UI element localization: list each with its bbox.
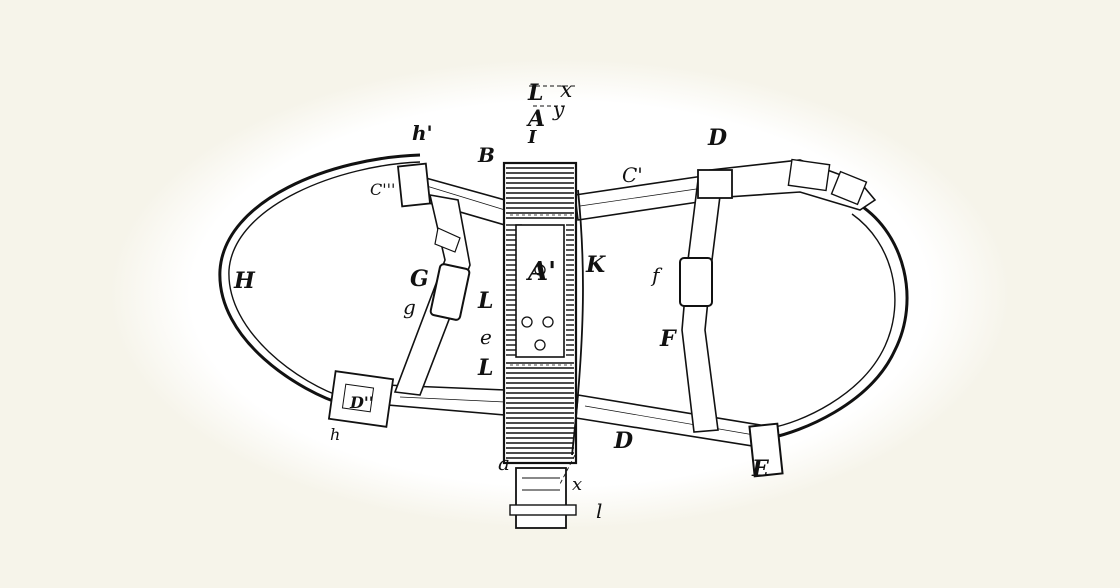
label-e: e	[480, 325, 492, 349]
label-B: B	[477, 143, 495, 167]
center-plate	[515, 224, 565, 358]
upper-right-tip	[830, 170, 868, 206]
label-L-top: L	[527, 80, 543, 106]
label-A-prime: A'	[525, 257, 556, 287]
label-h-bottom: h	[330, 425, 340, 444]
right-top-clip	[697, 169, 733, 199]
label-F: F	[659, 326, 677, 352]
lower-right-clip	[748, 422, 784, 478]
upper-right-buckle	[787, 158, 831, 192]
left-slide-buckle	[429, 263, 471, 321]
label-A: A	[526, 106, 545, 132]
label-K: K	[585, 252, 606, 278]
figure-labels: x y L A I B h' C''' C' D A' K L e L H G …	[233, 78, 770, 523]
label-D-top: D	[707, 125, 727, 151]
label-G: G	[410, 266, 429, 292]
label-C-prime: C'	[622, 163, 643, 187]
label-x-top: x	[560, 78, 573, 103]
right-loop-strap	[769, 203, 909, 440]
label-L-lower: L	[477, 288, 493, 314]
label-a: a	[498, 451, 510, 475]
label-x-bottom: x	[572, 474, 582, 495]
label-D-double: D''	[349, 393, 374, 412]
side-rod	[571, 189, 584, 456]
label-E: E	[751, 456, 770, 482]
right-upper-band	[574, 158, 877, 221]
left-top-clip	[396, 162, 432, 208]
left-diagonal-strap	[393, 193, 471, 396]
label-h-prime: h'	[412, 121, 433, 145]
central-housing	[502, 161, 584, 465]
label-I: I	[527, 127, 537, 148]
leader-lines	[528, 85, 576, 485]
label-g: g	[403, 295, 416, 319]
label-l: l	[596, 499, 602, 523]
label-L-bottom: L	[477, 355, 493, 381]
label-D-bottom-right: D	[613, 428, 633, 454]
label-H: H	[233, 268, 256, 294]
label-y: y	[552, 97, 565, 121]
left-bottom-clip	[327, 370, 395, 428]
left-loop-strap	[218, 153, 421, 407]
right-vertical-strap	[679, 169, 733, 433]
label-C-triple: C'''	[370, 180, 395, 199]
right-slide-buckle	[679, 257, 713, 307]
lower-stem	[509, 467, 577, 529]
